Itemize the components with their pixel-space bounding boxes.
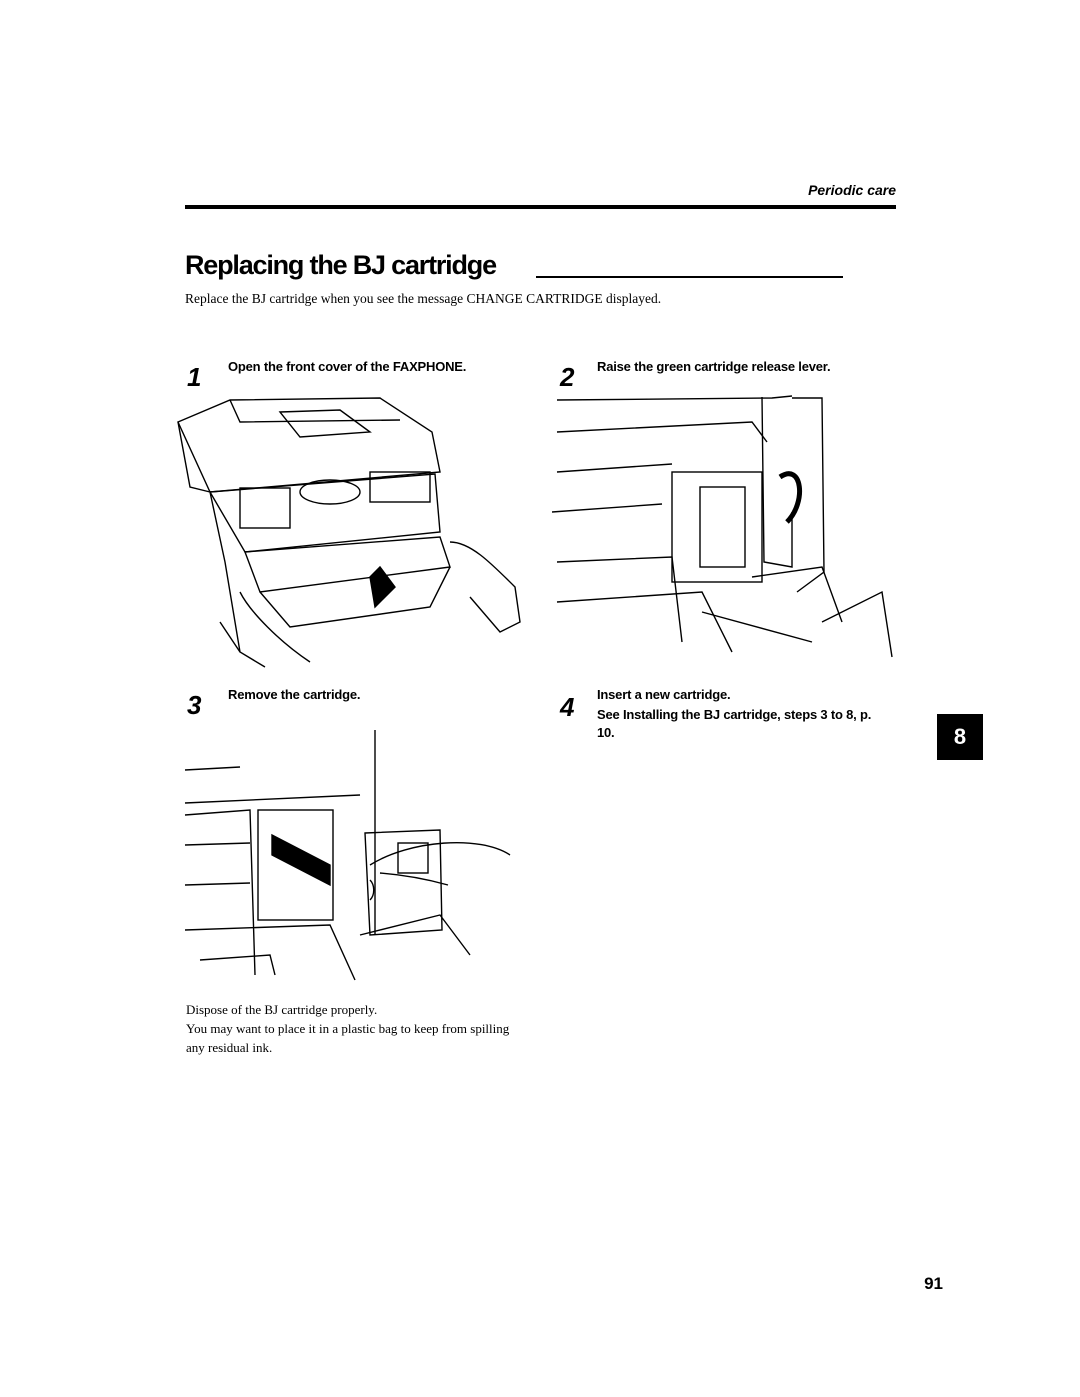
title-underline [536,276,843,278]
step-2-number: 2 [560,362,575,392]
fax-front-cover-illustration [177,397,521,668]
bag-note: You may want to place it in a plastic ba… [186,1021,510,1055]
step-3-text: Remove the cartridge. [228,687,361,702]
chapter-tab: 8 [937,714,983,760]
remove-cartridge-illustration [184,730,511,981]
step-4-subtext: See Installing the BJ cartridge, steps 3… [597,707,872,740]
section-label: Periodic care [808,182,896,198]
step-1-number: 1 [187,362,202,392]
step-2-text: Raise the green cartridge release lever. [597,359,831,374]
step-4-number: 4 [560,692,575,722]
step-3-number: 3 [187,690,202,720]
release-lever-illustration [552,395,893,658]
header-rule [185,205,896,209]
step-4-text: Insert a new cartridge. [597,687,731,702]
page-number: 91 [924,1274,943,1293]
dispose-note: Dispose of the BJ cartridge properly. [186,1002,378,1017]
intro-text: Replace the BJ cartridge when you see th… [185,291,662,306]
step-1-text: Open the front cover of the FAXPHONE. [228,359,467,374]
page-title: Replacing the BJ cartridge [185,250,497,280]
